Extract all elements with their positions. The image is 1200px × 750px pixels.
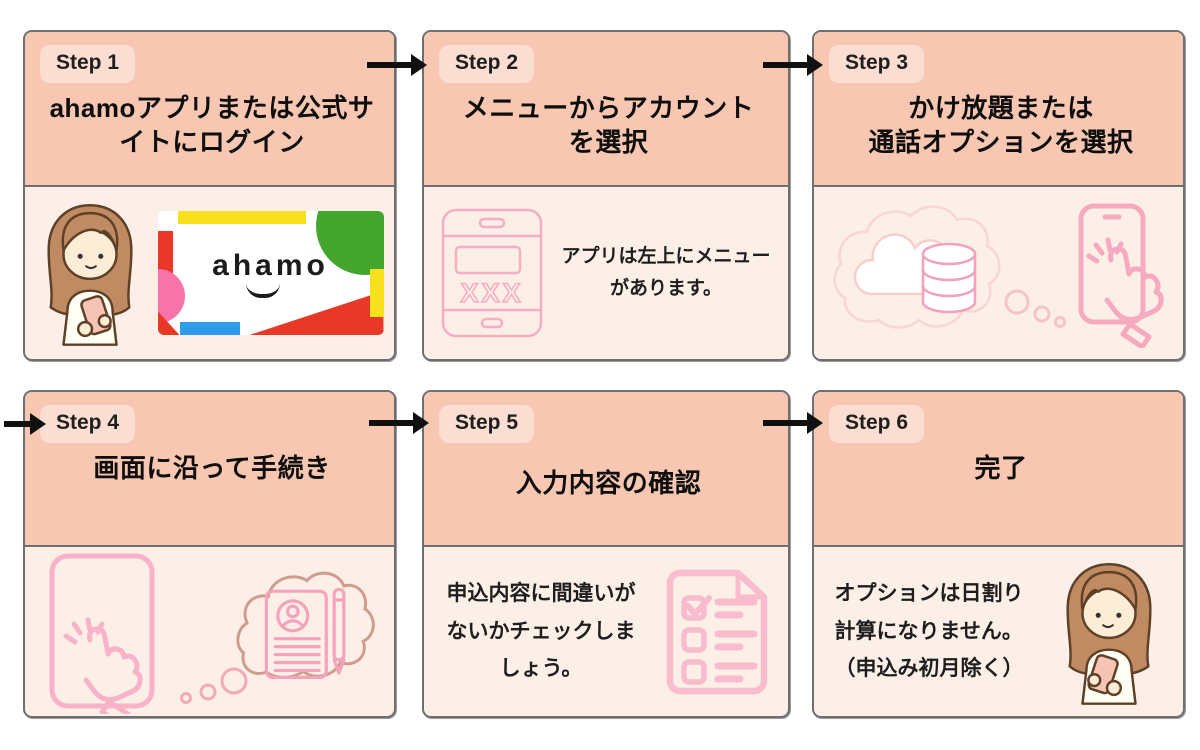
step-card-5: Step 5 入力内容の確認 申込内容に間違いが ないかチェックしま しょう。 bbox=[422, 390, 790, 718]
ahamo-logo-text: ahamo bbox=[158, 211, 384, 335]
step-5-title: 入力内容の確認 bbox=[515, 468, 702, 498]
step-4-title: 画面に沿って手続き bbox=[93, 453, 331, 483]
step-2-badge: Step 2 bbox=[439, 45, 535, 83]
step-5-badge: Step 5 bbox=[439, 405, 535, 443]
step-6-title: 完了 bbox=[974, 453, 1028, 483]
step-1-badge: Step 1 bbox=[40, 45, 136, 83]
step-5-note: 申込内容に間違いが ないかチェックしま しょう。 bbox=[446, 581, 636, 681]
step-3-badge: Step 3 bbox=[829, 45, 925, 83]
flow-arrow-5-6-icon bbox=[763, 412, 823, 434]
step-6-note: オプションは日割り 計算になりません。 （申込み初月除く） bbox=[834, 581, 1024, 681]
step-1-body: ahamo bbox=[25, 187, 394, 359]
step-3-title: かけ放題または 通話オプションを選択 bbox=[868, 93, 1134, 157]
step-1-header: Step 1 ahamoアプリまたは公式サ イトにログイン bbox=[25, 32, 394, 187]
step-card-3: Step 3 かけ放題または 通話オプションを選択 bbox=[812, 30, 1185, 361]
step-5-body: 申込内容に間違いが ないかチェックしま しょう。 bbox=[424, 547, 788, 716]
logo-yellow-bar-top bbox=[177, 211, 306, 224]
step-4-header: Step 4 画面に沿って手続き bbox=[25, 392, 394, 547]
step-6-header: Step 6 完了 bbox=[814, 392, 1183, 547]
step-3-header: Step 3 かけ放題または 通話オプションを選択 bbox=[814, 32, 1183, 187]
flow-arrow-into-4-icon bbox=[4, 413, 46, 435]
thought-cloud-database-and-phone-tap-illustration bbox=[832, 203, 1164, 348]
flow-arrow-2-3-icon bbox=[763, 54, 823, 76]
logo-yellow-bar-right bbox=[369, 269, 384, 317]
step-4-body bbox=[25, 547, 394, 716]
step-2-header: Step 2 メニューからアカウント を選択 bbox=[424, 32, 788, 187]
checklist-document-icon bbox=[666, 569, 768, 694]
step-card-6: Step 6 完了 オプションは日割り 計算になりません。 （申込み初月除く） bbox=[812, 390, 1185, 718]
phone-tap-and-thought-cloud-document-illustration bbox=[49, 553, 375, 714]
ahamo-logo-card: ahamo bbox=[157, 211, 384, 335]
flow-arrow-4-5-icon bbox=[369, 412, 429, 434]
ahamo-smile-icon bbox=[245, 283, 280, 298]
smartphone-outline-icon: XXX bbox=[441, 208, 543, 338]
logo-blue-bar-bottom bbox=[179, 322, 240, 335]
step-6-badge: Step 6 bbox=[829, 405, 925, 443]
step-2-body: XXX アプリは左上にメニュー があります。 bbox=[424, 187, 788, 359]
woman-with-phone-illustration bbox=[1065, 562, 1152, 705]
step-4-badge: Step 4 bbox=[40, 405, 136, 443]
step-6-body: オプションは日割り 計算になりません。 （申込み初月除く） bbox=[814, 547, 1183, 716]
woman-with-phone-illustration bbox=[46, 204, 133, 346]
flow-arrow-1-2-icon bbox=[367, 54, 427, 76]
step-card-4: Step 4 画面に沿って手続き bbox=[23, 390, 396, 718]
step-card-2: Step 2 メニューからアカウント を選択 XXX アプリは左上にメニュー bbox=[422, 30, 790, 361]
step-card-1: Step 1 ahamoアプリまたは公式サ イトにログイン bbox=[23, 30, 396, 361]
phone-screen-label: XXX bbox=[460, 278, 523, 308]
step-2-note: アプリは左上にメニュー があります。 bbox=[561, 245, 771, 299]
step-2-title: メニューからアカウント を選択 bbox=[462, 93, 755, 157]
step-3-body bbox=[814, 187, 1183, 359]
step-5-header: Step 5 入力内容の確認 bbox=[424, 392, 788, 547]
step-1-title: ahamoアプリまたは公式サ イトにログイン bbox=[49, 93, 375, 157]
